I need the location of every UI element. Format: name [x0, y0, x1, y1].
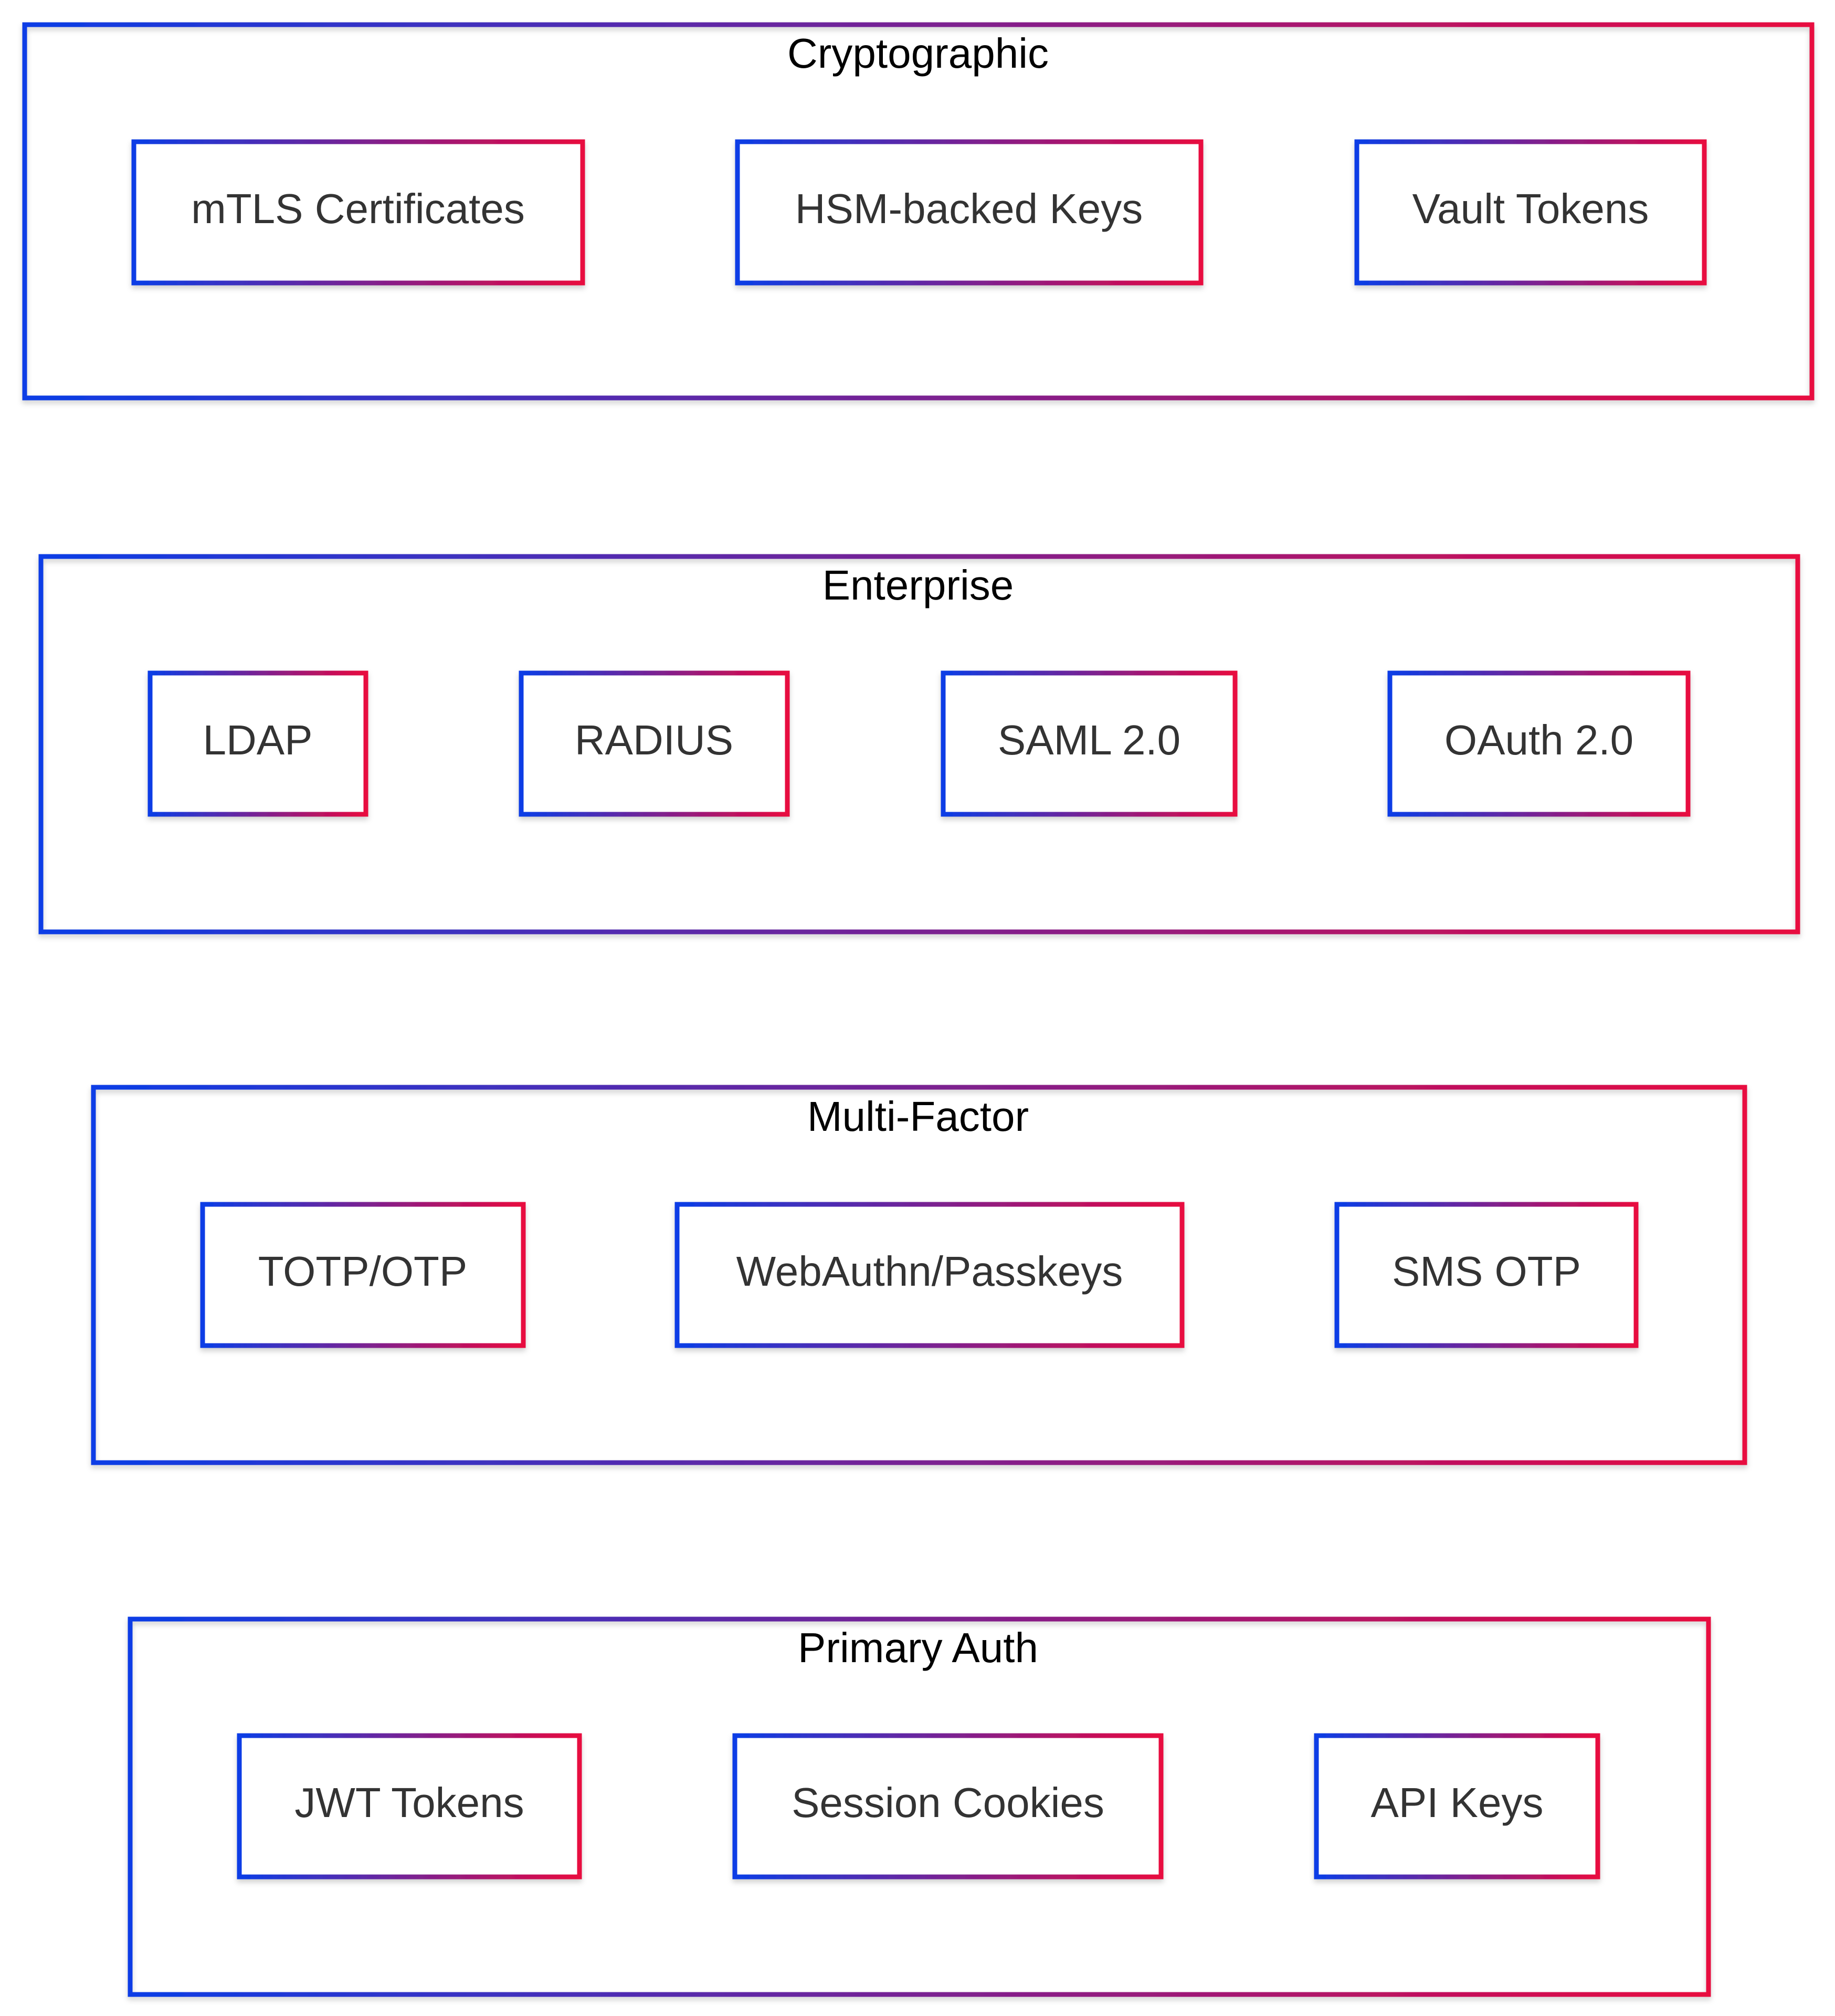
group-primary-auth: Primary Auth JWT Tokens Session Cookies …: [128, 1616, 1711, 1997]
node-radius[interactable]: RADIUS: [519, 670, 790, 817]
node-totp-otp[interactable]: TOTP/OTP: [200, 1202, 526, 1348]
node-session-cookies[interactable]: Session Cookies: [732, 1733, 1164, 1880]
group-multi-factor-frame: [91, 1085, 1747, 1465]
group-primary-auth-frame: [128, 1616, 1711, 1997]
node-hsm-backed-keys[interactable]: HSM-backed Keys: [735, 139, 1204, 286]
node-oauth-2-0[interactable]: OAuth 2.0: [1387, 670, 1691, 817]
node-saml-2-0-label: SAML 2.0: [998, 717, 1180, 763]
group-primary-auth-title: Primary Auth: [798, 1624, 1038, 1671]
node-jwt-tokens-label: JWT Tokens: [294, 1779, 524, 1826]
group-cryptographic-title: Cryptographic: [787, 30, 1049, 77]
node-jwt-tokens[interactable]: JWT Tokens: [237, 1733, 582, 1880]
node-webauthn-passkeys[interactable]: WebAuthn/Passkeys: [674, 1202, 1185, 1348]
group-cryptographic: Cryptographic mTLS Certificates HSM-back…: [22, 22, 1815, 401]
node-ldap[interactable]: LDAP: [147, 670, 368, 817]
node-mtls-certificates[interactable]: mTLS Certificates: [131, 139, 585, 286]
node-sms-otp[interactable]: SMS OTP: [1334, 1202, 1639, 1348]
node-sms-otp-label: SMS OTP: [1392, 1248, 1581, 1295]
node-hsm-backed-keys-label: HSM-backed Keys: [795, 185, 1143, 232]
node-mtls-certificates-label: mTLS Certificates: [191, 185, 525, 232]
group-enterprise: Enterprise LDAP RADIUS SAML 2.0 OAuth 2.…: [38, 554, 1800, 934]
node-session-cookies-label: Session Cookies: [792, 1779, 1104, 1826]
node-ldap-label: LDAP: [203, 717, 313, 763]
node-webauthn-passkeys-label: WebAuthn/Passkeys: [736, 1248, 1123, 1295]
node-vault-tokens[interactable]: Vault Tokens: [1354, 139, 1707, 286]
node-saml-2-0[interactable]: SAML 2.0: [941, 670, 1238, 817]
node-oauth-2-0-label: OAuth 2.0: [1444, 717, 1633, 763]
group-enterprise-frame: [38, 554, 1800, 934]
node-api-keys[interactable]: API Keys: [1314, 1733, 1600, 1880]
group-multi-factor: Multi-Factor TOTP/OTP WebAuthn/Passkeys …: [91, 1085, 1747, 1465]
group-cryptographic-frame: [22, 22, 1815, 401]
node-totp-otp-label: TOTP/OTP: [258, 1248, 468, 1295]
group-enterprise-title: Enterprise: [822, 562, 1014, 608]
node-api-keys-label: API Keys: [1370, 1779, 1543, 1826]
node-radius-label: RADIUS: [575, 717, 733, 763]
node-vault-tokens-label: Vault Tokens: [1412, 185, 1649, 232]
group-multi-factor-title: Multi-Factor: [807, 1093, 1029, 1140]
